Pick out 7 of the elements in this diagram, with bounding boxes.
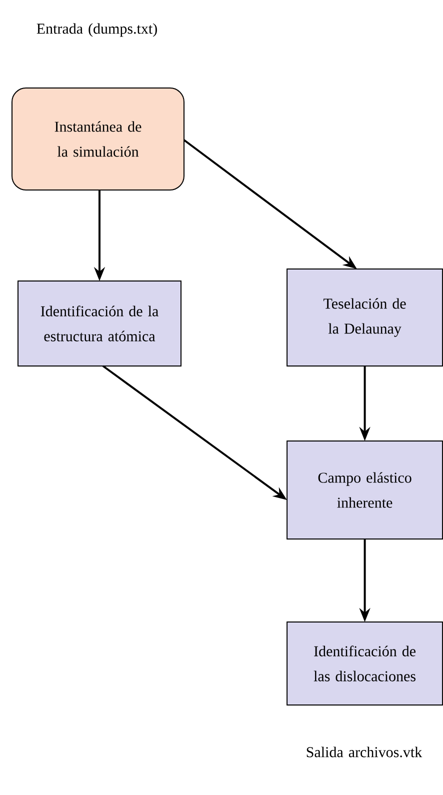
process-box: Teselación de la Delaunay	[286, 268, 443, 366]
caption-text: Salida archivos.vtk	[306, 746, 422, 758]
process-box: Identificación de la estructura atómica	[18, 280, 182, 366]
caption-text: Entrada (dumps.txt)	[36, 23, 157, 37]
process-box: Campo elástico inherente	[286, 440, 443, 540]
process-box: Identificación de las dislocaciones	[286, 622, 443, 706]
rounded-box: Instantánea de la simulación	[12, 88, 184, 190]
